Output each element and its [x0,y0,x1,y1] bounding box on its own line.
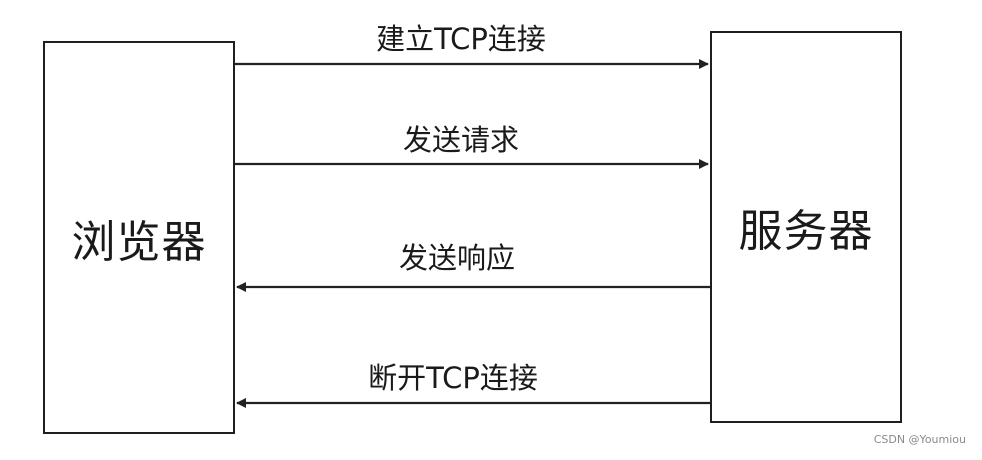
edge-label-send-response: 发送响应 [398,241,516,275]
server-node: 服务器 [710,31,902,423]
edge-label-send-request: 发送请求 [402,123,520,157]
server-label: 服务器 [738,206,874,257]
edge-label-establish-tcp: 建立TCP连接 [376,22,546,56]
browser-label: 浏览器 [71,216,207,268]
watermark-text: CSDN @Youmiou [873,433,966,446]
edge-label-close-tcp: 断开TCP连接 [368,361,538,395]
browser-node: 浏览器 [43,41,235,434]
